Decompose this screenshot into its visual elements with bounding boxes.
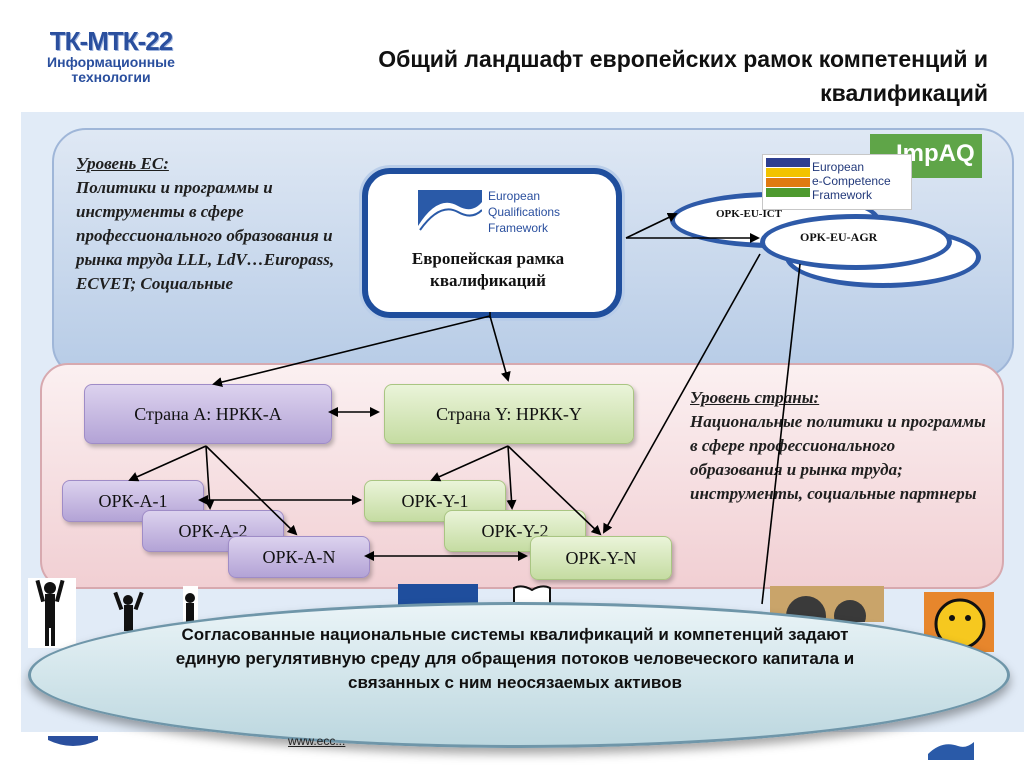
eqf-box — [362, 168, 622, 318]
eqf-logo-line-1: European — [488, 189, 541, 203]
summary-bubble-text: Согласованные национальные системы квали… — [175, 625, 855, 692]
logo-subtitle-1: Информационные — [47, 54, 175, 70]
ecf-logo-line-3: Framework — [812, 188, 873, 202]
eqf-logo-line-3: Framework — [488, 221, 549, 235]
eu-level-heading: Уровень ЕС: — [76, 154, 169, 173]
country-level-description: Уровень страны: Национальные политики и … — [690, 386, 990, 506]
opk-eu-front-label: OPK-EU-AGR — [800, 230, 878, 244]
node-opk-y-n: ОРК-Y-N — [530, 536, 672, 580]
footer-gear-icon — [48, 736, 98, 746]
logo-subtitle-2: технологии — [71, 69, 151, 85]
arrow-country-a-to-opk-a-n — [205, 445, 298, 536]
line-opk-eu-to-bubble — [761, 263, 801, 605]
eqf-logo-text: European Qualifications Framework — [488, 188, 598, 236]
eqf-logo-icon — [418, 190, 482, 242]
arrow-country-y-to-opk-y-2 — [506, 445, 517, 510]
arrow-eqf-to-country-y — [489, 315, 511, 382]
footer-wave-logo-icon — [928, 742, 974, 760]
arrow-country-a-to-opk-a-1 — [128, 445, 207, 482]
arrow-country-a-to-opk-a-2 — [204, 445, 215, 510]
country-level-heading: Уровень страны: — [690, 388, 820, 407]
eu-level-text: Политики и программы и инструменты в сфе… — [76, 178, 335, 293]
node-country-y: Страна Y: НРКК-Y — [384, 384, 634, 444]
arrow-country-y-to-opk-y-n — [507, 445, 602, 536]
country-level-text: Национальные политики и программы в сфер… — [690, 412, 986, 503]
node-country-a: Страна А: НРКК-А — [84, 384, 332, 444]
arrow-eqf-to-opk-eu-ict — [625, 212, 678, 239]
opk-eu-back-label: OPK-EU-ICT — [716, 208, 782, 220]
arrow-opk-eu-to-opk-y-n — [603, 253, 761, 534]
opk-eu-ellipse-front — [760, 214, 952, 270]
eqf-logo-line-2: Qualifications — [488, 205, 561, 219]
footer-link[interactable]: www.ecc... — [288, 734, 346, 748]
gears-icon — [770, 586, 884, 622]
arrow-country-y-to-opk-y-1 — [430, 445, 509, 482]
logo-title: ТК-МТК-22 — [49, 26, 173, 56]
ecf-logo-icon — [766, 158, 810, 197]
tk-logo: ТК-МТК-22 Информационные технологии — [28, 28, 194, 84]
ecf-logo-line-2: e-Competence — [812, 174, 891, 188]
eu-level-description: Уровень ЕС: Политики и программы и инстр… — [76, 152, 366, 296]
slide-title: Общий ландшафт европейских рамок компете… — [378, 46, 988, 106]
summary-bubble — [28, 602, 1010, 748]
node-opk-a-2: ОРК-А-2 — [142, 510, 284, 552]
eqf-caption: Европейская рамка квалификаций — [411, 249, 565, 290]
ecf-logo-line-1: European — [812, 160, 865, 174]
arrow-eqf-to-country-a — [212, 315, 491, 387]
ecf-logo-text: European e-Competence Framework — [812, 160, 912, 202]
node-opk-a-n: ОРК-А-N — [228, 536, 370, 578]
